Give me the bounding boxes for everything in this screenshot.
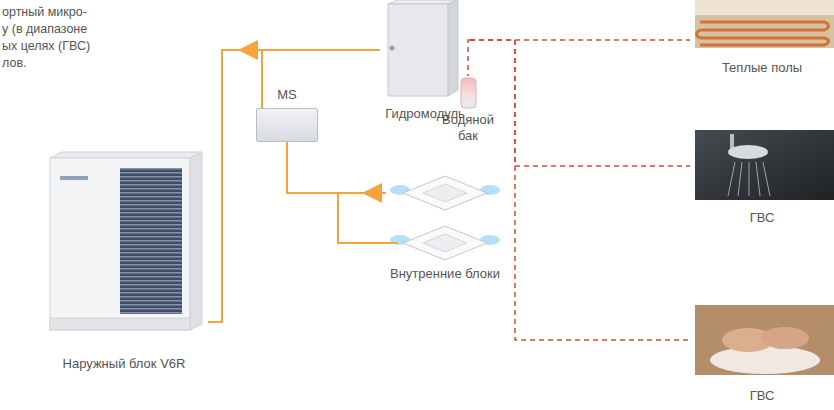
node-caption: ГВС [748, 210, 777, 226]
refrigerant-pipe [208, 40, 380, 322]
node-caption: ГВС [748, 388, 777, 404]
photo-node: ГВС [690, 128, 834, 226]
node-caption: MS [275, 87, 299, 103]
node-caption: Теплые полы [720, 60, 804, 76]
connector-line [470, 40, 690, 340]
water-pipe [470, 40, 690, 340]
refrigerant-pipe [208, 50, 262, 322]
description-text: лов. [2, 55, 27, 72]
photo-node: Теплые полы [690, 0, 834, 76]
node-caption: Внутренние блоки [388, 266, 502, 282]
hydromodule-unit [388, 0, 458, 96]
node-caption: Водяной бак [434, 112, 502, 144]
hydromodule-node: Гидромодуль [380, 0, 470, 122]
outdoor-unit [50, 152, 202, 330]
water-pipe [470, 40, 690, 166]
cassette-units [390, 176, 500, 260]
water-tank [461, 78, 476, 108]
connector-line [208, 50, 380, 322]
refrigerant-pipe [287, 142, 398, 243]
outdoor-unit-node: Наружный блок V6R [40, 150, 208, 372]
connector-line [287, 142, 386, 193]
tank-node: Водяной бак [434, 76, 502, 144]
connector-line [468, 40, 470, 76]
water-pipe [468, 40, 470, 76]
description-text: ортный микро- [2, 4, 87, 21]
water-pipe [470, 40, 690, 41]
ms-box: MS [256, 108, 318, 142]
description-text: ых целях (ГВС) [2, 38, 90, 55]
indoor-units-node: Внутренние блоки [386, 164, 504, 282]
connector-line [470, 39, 690, 41]
floor-photo [695, 0, 834, 48]
hands-photo [695, 305, 834, 375]
connector-line [470, 40, 690, 166]
connector-line [338, 193, 398, 243]
photo-node: ГВС [690, 298, 834, 404]
node-caption: Наружный блок V6R [61, 356, 188, 372]
shower-photo [695, 130, 834, 200]
description-text: у (в диапазоне [2, 21, 87, 38]
arrow-head [362, 183, 382, 203]
connector-line [208, 50, 262, 322]
